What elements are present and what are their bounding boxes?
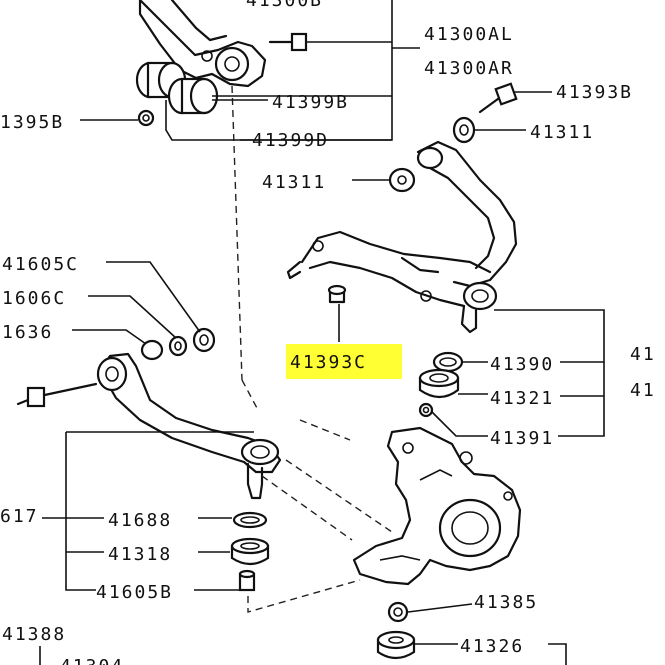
label-41-right-1: 41 — [630, 344, 656, 365]
lower-left-arm — [16, 327, 282, 592]
highlight-box — [286, 344, 402, 379]
label-41304: 41304 — [60, 656, 124, 665]
upper-left-arm — [135, 0, 308, 127]
label-41399d: 41399D — [252, 130, 329, 151]
upper-right-arm — [286, 82, 518, 334]
steering-knuckle — [352, 426, 522, 586]
label-41-right-2: 41 — [630, 380, 656, 401]
label-41300ar: 41300AR — [424, 58, 514, 79]
label-617: 617 — [0, 506, 39, 527]
label-41393b: 41393B — [556, 82, 633, 103]
label-41605b: 41605B — [96, 582, 173, 603]
label-41300al: 41300AL — [424, 24, 514, 45]
label-41300b: 41300B — [246, 0, 323, 11]
label-41326: 41326 — [460, 636, 524, 657]
label-1636: 1636 — [2, 322, 53, 343]
label-41605c: 41605C — [2, 254, 79, 275]
right-joint-parts — [418, 351, 464, 418]
label-41385: 41385 — [474, 592, 538, 613]
label-41311-left: 41311 — [262, 172, 326, 193]
bottom-right-parts — [376, 601, 416, 660]
label-41391: 41391 — [490, 428, 554, 449]
label-41321: 41321 — [490, 388, 554, 409]
label-41388: 41388 — [2, 624, 66, 645]
label-41688: 41688 — [108, 510, 172, 531]
label-41399b: 41399B — [272, 92, 349, 113]
label-1606c: 1606C — [2, 288, 66, 309]
label-41393c: 41393C — [290, 352, 367, 373]
label-41311-right: 41311 — [530, 122, 594, 143]
label-41318: 41318 — [108, 544, 172, 565]
label-1395b: 1395B — [0, 112, 64, 133]
label-41390: 41390 — [490, 354, 554, 375]
leader-lines — [39, 0, 605, 665]
dashed-guides — [231, 85, 393, 613]
